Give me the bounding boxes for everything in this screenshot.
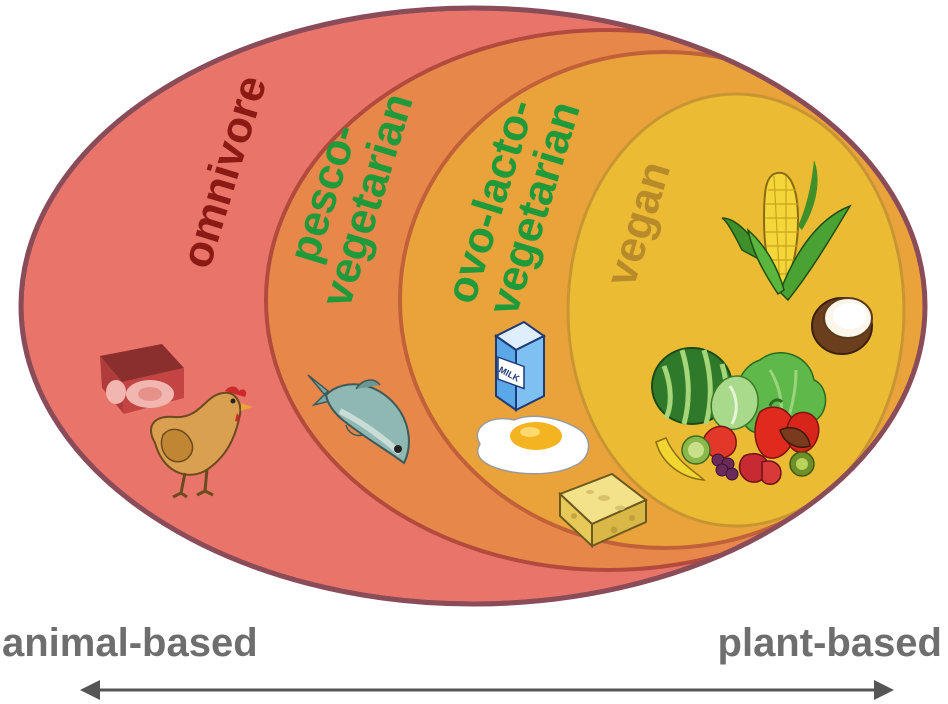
coconut-icon (811, 297, 873, 355)
axis-label-animal-based: animal-based (2, 621, 258, 665)
chicken-icon (150, 386, 253, 499)
meat-icon (100, 344, 184, 414)
axis-label-plant-based: plant-based (718, 621, 942, 665)
outer-border (18, 5, 928, 607)
spectrum-arrow (80, 680, 894, 700)
cheese-icon (558, 472, 648, 549)
fruits-icon (655, 426, 815, 485)
ring-vegan (566, 92, 906, 528)
arrow-left-head-icon (80, 680, 100, 700)
corn-icon (721, 160, 852, 302)
fish-icon (307, 374, 410, 465)
arrow-right-head-icon (874, 680, 894, 700)
fried-egg-icon (476, 415, 590, 475)
milk-carton-icon: MILK (494, 320, 546, 412)
